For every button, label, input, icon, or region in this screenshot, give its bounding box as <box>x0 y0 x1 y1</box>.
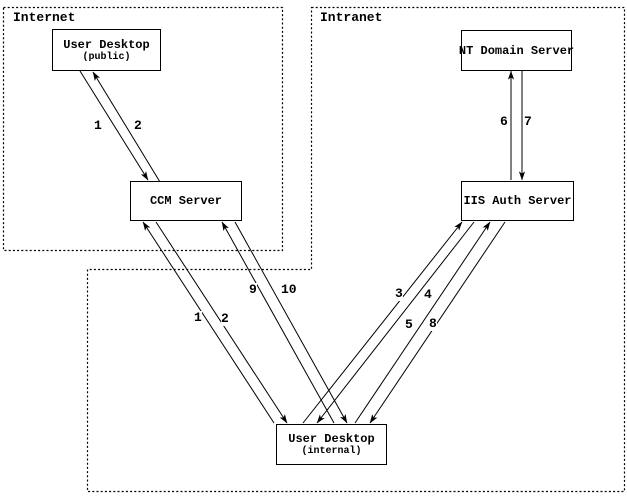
flow-line-8 <box>369 221 506 424</box>
internet-region-outline <box>2 6 284 252</box>
flow-label-4: 4 <box>424 287 432 302</box>
flow-label-6: 6 <box>500 114 508 129</box>
node-nt-domain-server: NT Domain Server <box>458 30 575 71</box>
flow-label-public-1: 1 <box>94 118 102 133</box>
flow-line-5 <box>354 221 491 424</box>
flow-line-internal-1 <box>142 221 275 424</box>
flow-line-public-2 <box>92 71 161 183</box>
flow-label-9: 9 <box>249 282 257 297</box>
flow-label-5: 5 <box>405 317 413 332</box>
flow-label-internal-1: 1 <box>194 310 202 325</box>
intranet-region-outline <box>86 6 626 493</box>
intranet-region-label: Intranet <box>320 10 383 25</box>
flow-label-10: 10 <box>281 282 297 297</box>
flow-line-4 <box>316 221 475 424</box>
flow-line-3 <box>302 221 463 424</box>
node-title: NT Domain Server <box>458 43 575 58</box>
node-user-desktop-public: User Desktop (public) <box>52 29 161 71</box>
node-subtitle: (internal) <box>301 446 362 457</box>
node-user-desktop-internal: User Desktop (internal) <box>276 424 387 465</box>
flow-line-public-1 <box>79 70 149 181</box>
flow-line-9 <box>221 221 335 424</box>
flow-line-10 <box>234 221 348 424</box>
flow-label-8: 8 <box>429 316 437 331</box>
flow-label-internal-2: 2 <box>221 311 229 326</box>
flow-label-3: 3 <box>395 286 403 301</box>
node-title: User Desktop <box>288 432 375 446</box>
flow-label-7: 7 <box>524 114 532 129</box>
node-ccm-server: CCM Server <box>130 181 242 221</box>
node-title: IIS Auth Server <box>463 194 572 208</box>
node-title: CCM Server <box>149 194 222 208</box>
internet-region-label: Internet <box>13 10 76 25</box>
node-subtitle: (public) <box>82 51 131 63</box>
flow-label-public-2: 2 <box>134 118 142 133</box>
node-iis-auth-server: IIS Auth Server <box>461 181 574 221</box>
node-title: User Desktop <box>63 37 150 52</box>
